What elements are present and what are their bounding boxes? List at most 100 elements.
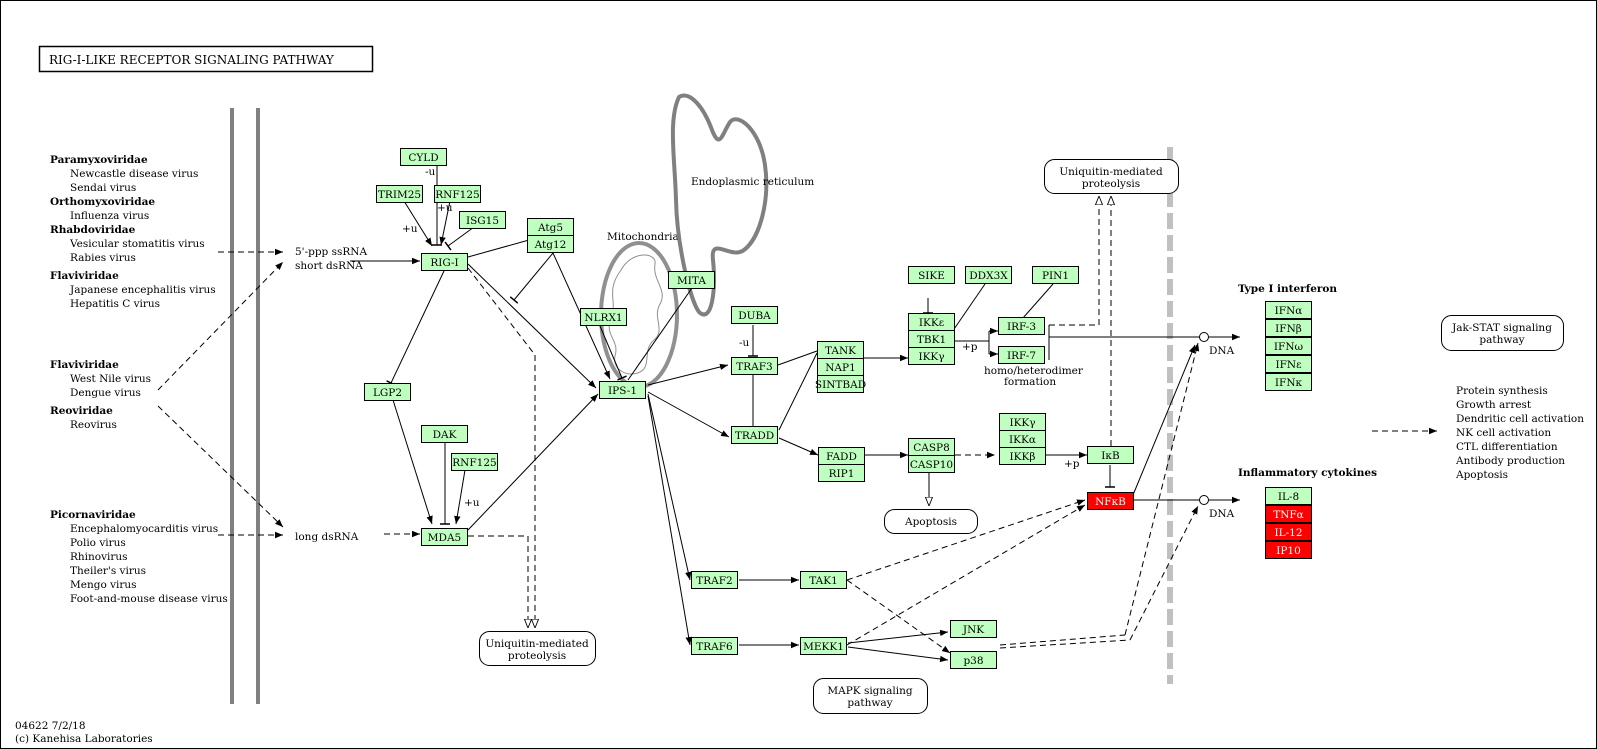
gene-box[interactable] bbox=[1265, 301, 1312, 319]
gene-node-ikkg2[interactable]: IKKγ bbox=[999, 413, 1046, 431]
gene-box[interactable] bbox=[599, 381, 646, 399]
gene-box[interactable] bbox=[817, 375, 864, 393]
gene-node-nfkb[interactable]: NFκB bbox=[1087, 492, 1134, 510]
gene-node-tak1[interactable]: TAK1 bbox=[800, 571, 847, 589]
gene-node-ikkb[interactable]: IKKβ bbox=[999, 447, 1046, 465]
gene-box[interactable] bbox=[434, 185, 481, 203]
gene-box[interactable] bbox=[1087, 446, 1134, 464]
gene-box[interactable] bbox=[1265, 541, 1312, 559]
gene-node-trim25[interactable]: TRIM25 bbox=[376, 185, 423, 203]
gene-node-il12[interactable]: IL-12 bbox=[1265, 523, 1312, 541]
gene-box[interactable] bbox=[950, 620, 997, 638]
gene-node-isg15[interactable]: ISG15 bbox=[459, 211, 506, 229]
gene-node-il8[interactable]: IL-8 bbox=[1265, 487, 1312, 505]
gene-node-ifnb[interactable]: IFNβ bbox=[1265, 319, 1312, 337]
gene-box[interactable] bbox=[1265, 373, 1312, 391]
gene-box[interactable] bbox=[1265, 337, 1312, 355]
gene-box[interactable] bbox=[1087, 492, 1134, 510]
gene-node-pin1[interactable]: PIN1 bbox=[1032, 266, 1079, 284]
gene-node-ifnw[interactable]: IFNω bbox=[1265, 337, 1312, 355]
gene-node-ikb[interactable]: IκB bbox=[1087, 446, 1134, 464]
gene-node-rnf125a[interactable]: RNF125 bbox=[434, 185, 481, 203]
gene-node-irf7[interactable]: IRF-7 bbox=[998, 346, 1045, 364]
gene-node-jnk[interactable]: JNK bbox=[950, 620, 997, 638]
gene-node-ikke[interactable]: IKKε bbox=[908, 313, 955, 331]
gene-node-lgp2[interactable]: LGP2 bbox=[364, 383, 411, 401]
gene-box[interactable] bbox=[818, 464, 865, 482]
gene-node-rigi[interactable]: RIG-I bbox=[421, 253, 468, 271]
gene-box[interactable] bbox=[459, 211, 506, 229]
gene-node-traf2[interactable]: TRAF2 bbox=[691, 571, 738, 589]
gene-node-mda5[interactable]: MDA5 bbox=[421, 528, 468, 546]
gene-node-sintbad[interactable]: SINTBAD bbox=[815, 375, 866, 393]
gene-node-irf3[interactable]: IRF-3 bbox=[998, 317, 1045, 335]
gene-box[interactable] bbox=[1265, 319, 1312, 337]
gene-box[interactable] bbox=[421, 528, 468, 546]
gene-box[interactable] bbox=[908, 455, 955, 473]
gene-box[interactable] bbox=[908, 347, 955, 365]
ubq-box-top[interactable]: Uniquitin-mediated proteolysis bbox=[1044, 159, 1179, 194]
gene-box[interactable] bbox=[1265, 487, 1312, 505]
gene-node-tnfa[interactable]: TNFα bbox=[1265, 505, 1312, 523]
gene-node-mekk1[interactable]: MEKK1 bbox=[800, 637, 847, 655]
gene-box[interactable] bbox=[731, 426, 778, 444]
gene-node-casp8[interactable]: CASP8 bbox=[908, 438, 955, 456]
gene-box[interactable] bbox=[998, 346, 1045, 364]
gene-node-atg12[interactable]: Atg12 bbox=[527, 235, 574, 253]
ubq-box-bottom[interactable]: Uniquitin-mediated proteolysis bbox=[479, 631, 596, 666]
gene-box[interactable] bbox=[451, 453, 498, 471]
gene-node-fadd[interactable]: FADD bbox=[818, 447, 865, 465]
gene-box[interactable] bbox=[691, 571, 738, 589]
gene-box[interactable] bbox=[999, 447, 1046, 465]
gene-box[interactable] bbox=[691, 637, 738, 655]
mapk-box[interactable]: MAPK signaling pathway bbox=[813, 678, 928, 714]
gene-box[interactable] bbox=[376, 185, 423, 203]
gene-node-mita[interactable]: MITA bbox=[668, 271, 715, 289]
gene-node-ifne[interactable]: IFNε bbox=[1265, 355, 1312, 373]
gene-node-ifna[interactable]: IFNα bbox=[1265, 301, 1312, 319]
gene-node-p38[interactable]: p38 bbox=[950, 651, 997, 669]
gene-node-cyld[interactable]: CYLD bbox=[400, 148, 447, 166]
gene-box[interactable] bbox=[731, 306, 778, 324]
gene-box[interactable] bbox=[421, 253, 468, 271]
gene-node-dak[interactable]: DAK bbox=[421, 425, 468, 443]
gene-box[interactable] bbox=[965, 266, 1012, 284]
gene-node-casp10[interactable]: CASP10 bbox=[908, 455, 955, 473]
gene-box[interactable] bbox=[580, 308, 627, 326]
gene-node-nlrx1[interactable]: NLRX1 bbox=[580, 308, 627, 326]
apoptosis-box[interactable]: Apoptosis bbox=[884, 509, 978, 534]
gene-node-tradd[interactable]: TRADD bbox=[731, 426, 778, 444]
gene-box[interactable] bbox=[1265, 355, 1312, 373]
gene-box[interactable] bbox=[1265, 523, 1312, 541]
gene-box[interactable] bbox=[1032, 266, 1079, 284]
gene-node-duba[interactable]: DUBA bbox=[731, 306, 778, 324]
gene-node-rip1[interactable]: RIP1 bbox=[818, 464, 865, 482]
gene-node-traf3[interactable]: TRAF3 bbox=[731, 357, 778, 375]
gene-node-ips1[interactable]: IPS-1 bbox=[599, 381, 646, 399]
gene-box[interactable] bbox=[668, 271, 715, 289]
gene-box[interactable] bbox=[950, 651, 997, 669]
gene-node-tank[interactable]: TANK bbox=[817, 341, 864, 359]
gene-node-atg5[interactable]: Atg5 bbox=[527, 218, 574, 236]
gene-box[interactable] bbox=[421, 425, 468, 443]
gene-box[interactable] bbox=[908, 266, 955, 284]
gene-box[interactable] bbox=[400, 148, 447, 166]
gene-node-rnf125b[interactable]: RNF125 bbox=[451, 453, 498, 471]
gene-box[interactable] bbox=[1265, 505, 1312, 523]
gene-node-nap1[interactable]: NAP1 bbox=[817, 358, 864, 376]
gene-box[interactable] bbox=[800, 571, 847, 589]
gene-node-ikka[interactable]: IKKα bbox=[999, 430, 1046, 448]
gene-node-tbk1[interactable]: TBK1 bbox=[908, 330, 955, 348]
jakstat-box[interactable]: Jak-STAT signaling pathway bbox=[1441, 315, 1564, 351]
gene-node-sike[interactable]: SIKE bbox=[908, 266, 955, 284]
gene-node-ip10[interactable]: IP10 bbox=[1265, 541, 1312, 559]
gene-box[interactable] bbox=[998, 317, 1045, 335]
gene-box[interactable] bbox=[364, 383, 411, 401]
gene-node-traf6[interactable]: TRAF6 bbox=[691, 637, 738, 655]
gene-node-ddx3x[interactable]: DDX3X bbox=[965, 266, 1012, 284]
gene-box[interactable] bbox=[731, 357, 778, 375]
gene-node-ifnk[interactable]: IFNκ bbox=[1265, 373, 1312, 391]
gene-box[interactable] bbox=[527, 235, 574, 253]
gene-node-ikkg1[interactable]: IKKγ bbox=[908, 347, 955, 365]
gene-box[interactable] bbox=[800, 637, 847, 655]
